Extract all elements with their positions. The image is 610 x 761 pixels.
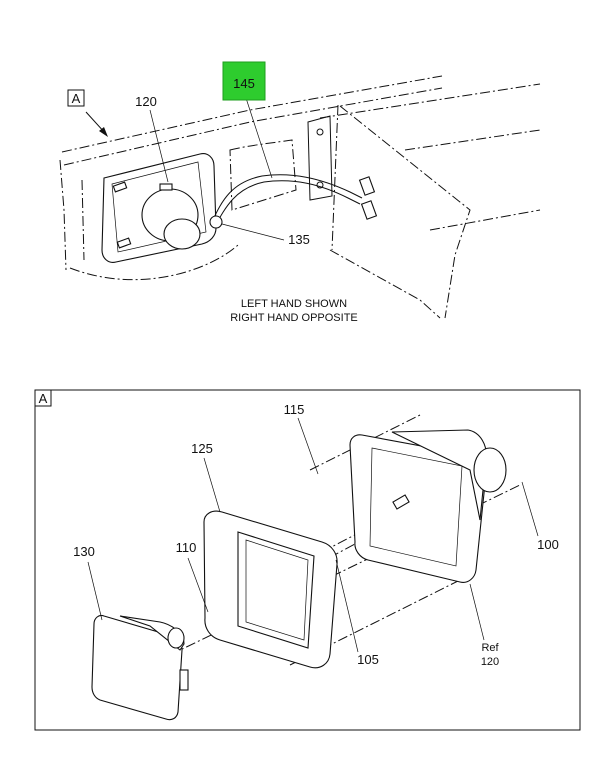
leader-line-145 xyxy=(245,97,273,179)
leader-line-ref-120 xyxy=(469,583,485,641)
fender-edge xyxy=(339,105,471,319)
housing-back-socket xyxy=(473,447,507,493)
leader-line-100 xyxy=(521,481,539,537)
callout-135: 135 xyxy=(288,232,310,247)
callout-120: 120 xyxy=(135,94,157,109)
view-arrow-head xyxy=(99,127,108,137)
mount-bracket xyxy=(307,115,333,201)
detail-tag-label: A xyxy=(39,391,48,406)
callout-130: 130 xyxy=(73,544,95,559)
leader-line-130 xyxy=(87,561,103,621)
view-tag-box xyxy=(67,89,85,107)
wiring-harness xyxy=(213,180,361,229)
headlamp-housing-inner xyxy=(111,161,207,253)
leader-line-120 xyxy=(149,109,169,183)
adjuster-screw xyxy=(116,237,132,249)
ref-label: Ref xyxy=(481,642,499,654)
harness-grommet xyxy=(209,215,223,229)
lamp-terminal xyxy=(167,627,185,649)
bracket-hole xyxy=(316,128,324,136)
body-edge-line xyxy=(81,179,85,261)
callout-110: 110 xyxy=(176,540,197,555)
ref-number: 120 xyxy=(481,656,499,668)
view-tag-label: A xyxy=(72,91,81,106)
wiring-harness xyxy=(211,174,363,223)
bracket-hole xyxy=(316,181,324,189)
leader-line-115 xyxy=(297,417,319,475)
explode-line xyxy=(289,574,471,666)
adjuster-screw xyxy=(159,183,173,191)
body-edge-line xyxy=(319,83,541,119)
lamp-tab xyxy=(179,669,189,691)
body-edge-line xyxy=(404,129,541,151)
body-edge-line xyxy=(429,209,541,231)
harness-connector xyxy=(358,176,376,196)
detail-frame xyxy=(34,389,581,731)
callout-125: 125 xyxy=(191,441,213,456)
bezel-opening xyxy=(237,531,315,649)
fender-edge xyxy=(331,104,339,251)
adjuster-screw xyxy=(112,181,128,193)
callout-115: 115 xyxy=(284,402,305,417)
callout-highlight-box[interactable] xyxy=(222,61,266,101)
adjuster-pin xyxy=(392,494,410,510)
callout-105: 105 xyxy=(357,652,379,667)
leader-line-110 xyxy=(187,557,209,613)
mounting-ring-inner xyxy=(369,447,463,567)
harness-connector xyxy=(360,200,378,220)
leader-line-125 xyxy=(203,457,221,513)
headlamp-bulb-socket xyxy=(163,218,201,250)
note-line-2: RIGHT HAND OPPOSITE xyxy=(230,312,358,324)
body-edge-line xyxy=(59,159,67,271)
cab-assembly-view xyxy=(59,75,541,319)
callout-100: 100 xyxy=(537,537,559,552)
body-edge-line xyxy=(63,87,443,166)
callout-145[interactable]: 145 xyxy=(233,76,255,91)
leader-line-105 xyxy=(335,559,359,653)
detail-exploded-view xyxy=(87,414,539,721)
leader-line-135 xyxy=(221,223,285,241)
housing-shell xyxy=(391,429,487,521)
body-edge-line xyxy=(69,244,239,281)
note-line-1: LEFT HAND SHOWN xyxy=(241,298,347,310)
detail-tag-box xyxy=(34,389,52,407)
bezel-opening-inner xyxy=(245,539,309,641)
